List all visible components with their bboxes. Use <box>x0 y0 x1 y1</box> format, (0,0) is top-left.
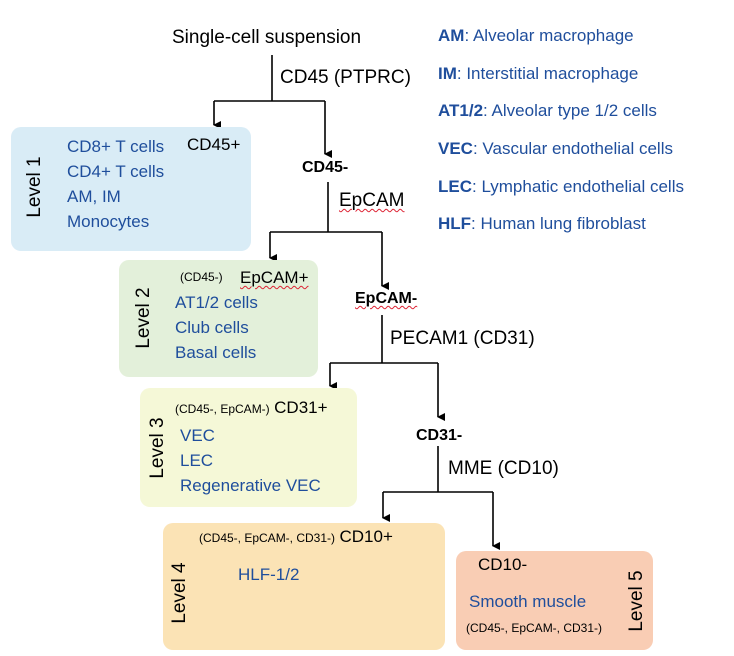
level2-cell-list: AT1/2 cells Club cells Basal cells <box>175 290 258 365</box>
legend-text: : Lymphatic endothelial cells <box>472 177 684 196</box>
level1-cell: CD8+ T cells <box>67 137 165 156</box>
level2-title: Level 2 <box>133 287 154 349</box>
legend-item-lec: LEC: Lymphatic endothelial cells <box>438 177 684 197</box>
legend-abbr: LEC <box>438 177 472 196</box>
level5-marker: CD10- <box>478 555 528 574</box>
node-cd31-negative: CD31- <box>416 427 463 444</box>
root-label: Single-cell suspension <box>172 27 362 48</box>
level3-cell: VEC <box>180 426 215 445</box>
level5-box <box>456 551 653 650</box>
legend-item-am: AM: Alveolar macrophage <box>438 26 634 46</box>
level2-marker: EpCAM+ <box>240 268 309 287</box>
level5-suffix: (CD45-, EpCAM-, CD31-) <box>466 621 603 635</box>
level2-prefix: (CD45-) <box>180 270 223 284</box>
level5-title: Level 5 <box>626 570 647 632</box>
level4-marker: CD10+ <box>339 527 393 546</box>
level4-box <box>163 523 445 650</box>
legend-abbr: VEC <box>438 139 473 158</box>
level4-cell: HLF-1/2 <box>238 565 300 584</box>
level4-prefix: (CD45-, EpCAM-, CD31-) <box>199 531 336 545</box>
level1-box <box>11 127 251 251</box>
level4-title: Level 4 <box>169 562 190 624</box>
level3-header: (CD45-, EpCAM-) CD31+ <box>175 398 328 418</box>
legend-item-vec: VEC: Vascular endothelial cells <box>438 139 673 159</box>
level3-box <box>140 388 357 507</box>
level1-cell: CD4+ T cells <box>67 162 165 181</box>
legend-text: : Interstitial macrophage <box>456 64 639 83</box>
level5-cell: Smooth muscle <box>469 592 587 611</box>
level1-cell: Monocytes <box>67 212 150 231</box>
legend-abbr: IM <box>438 64 457 83</box>
marker-epcam: EpCAM <box>339 190 405 211</box>
legend-abbr: AT1/2 <box>438 101 484 120</box>
level3-cell: LEC <box>180 451 214 470</box>
node-epcam-negative: EpCAM- <box>355 290 417 308</box>
level2-cell: Basal cells <box>175 343 257 362</box>
legend-text: : Alveolar type 1/2 cells <box>483 101 657 120</box>
legend-text: : Human lung fibroblast <box>471 214 646 233</box>
legend-item-im: IM: Interstitial macrophage <box>438 64 638 84</box>
legend-abbr: HLF <box>438 214 472 233</box>
level2-cell: Club cells <box>175 318 249 337</box>
legend-item-at12: AT1/2: Alveolar type 1/2 cells <box>438 101 657 121</box>
level1-title: Level 1 <box>24 156 45 218</box>
level3-prefix: (CD45-, EpCAM-) <box>175 402 270 416</box>
level1-cell: AM, IM <box>67 187 121 206</box>
level2-cell: AT1/2 cells <box>175 293 258 312</box>
legend-text: : Vascular endothelial cells <box>472 139 673 158</box>
marker-mme: MME (CD10) <box>448 458 559 479</box>
marker-cd45: CD45 (PTPRC) <box>280 67 411 88</box>
level3-cell: Regenerative VEC <box>180 476 321 495</box>
level1-marker: CD45+ <box>187 135 241 154</box>
level4-header: (CD45-, EpCAM-, CD31-) CD10+ <box>199 527 393 547</box>
level3-marker: CD31+ <box>274 398 328 417</box>
node-cd45-negative: CD45- <box>302 159 349 176</box>
level3-title: Level 3 <box>147 417 168 479</box>
legend-abbr: AM <box>438 26 465 45</box>
legend-text: : Alveolar macrophage <box>464 26 634 45</box>
legend-item-hlf: HLF: Human lung fibroblast <box>438 214 646 234</box>
marker-pecam1: PECAM1 (CD31) <box>390 328 535 349</box>
node-epcam-negative-text: EpCAM- <box>355 290 418 307</box>
level1-cell-list: CD8+ T cells CD4+ T cells AM, IM Monocyt… <box>67 134 164 234</box>
level2-box <box>119 260 318 377</box>
level3-cell-list: VEC LEC Regenerative VEC <box>180 423 321 498</box>
